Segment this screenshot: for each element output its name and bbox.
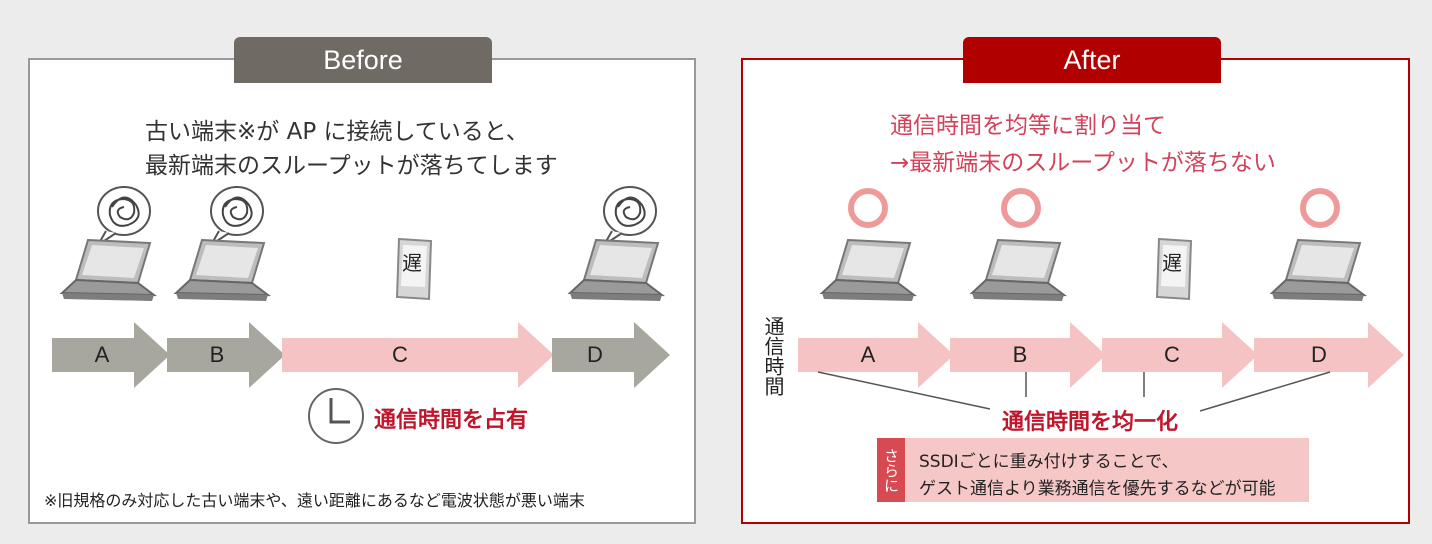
after-arrow-a xyxy=(798,322,954,388)
before-arrow-a xyxy=(52,322,170,388)
equalize-label: 通信時間を均一化 xyxy=(1002,410,1179,435)
after-arrow-c xyxy=(1102,322,1258,388)
bonus-tag-label: さらに xyxy=(882,447,900,493)
before-arrow-label-a: A xyxy=(94,342,110,367)
before-arrow-d xyxy=(552,322,670,388)
before-tab: Before xyxy=(234,37,492,83)
after-arrow-label-a: A xyxy=(860,342,876,367)
laptop-icon xyxy=(819,238,918,301)
vertical-time-label: 通信時間 xyxy=(761,316,785,396)
phone-icon: 遅 xyxy=(395,237,435,301)
after-arrow-label-d: D xyxy=(1311,342,1327,367)
after-arrow-label-b: B xyxy=(1012,342,1028,367)
before-heading-line2: 最新端末のスループットが落ちてします xyxy=(145,153,558,179)
before-footnote: ※旧規格のみ対応した古い端末や、遠い距離にあるなど電波状態が悪い端末 xyxy=(44,491,585,510)
ok-circle-icon xyxy=(848,188,888,228)
laptop-icon xyxy=(59,238,158,301)
after-tab: After xyxy=(963,37,1221,83)
before-arrow-label-d: D xyxy=(587,342,603,367)
laptop-icon xyxy=(969,238,1068,301)
before-arrow-c xyxy=(282,322,554,388)
before-arrow-label-c: C xyxy=(392,342,408,367)
bonus-tag: さらに xyxy=(877,438,905,502)
phone-slow-label: 遅 xyxy=(402,251,422,275)
after-arrow-label-c: C xyxy=(1164,342,1180,367)
clock-icon xyxy=(308,388,364,444)
bonus-line1: SSDIごとに重み付けすることで、 xyxy=(919,452,1179,472)
phone-icon: 遅 xyxy=(1155,237,1195,301)
bonus-line2: ゲスト通信より業務通信を優先するなどが可能 xyxy=(919,479,1276,499)
ok-circle-icon xyxy=(1300,188,1340,228)
after-heading-line1: 通信時間を均等に割り当て xyxy=(890,113,1166,139)
equalize-connectors xyxy=(817,371,1331,412)
occupy-label: 通信時間を占有 xyxy=(374,408,529,433)
after-arrow-d xyxy=(1254,322,1404,388)
phone-slow-label: 遅 xyxy=(1162,251,1182,275)
laptop-icon xyxy=(567,238,666,301)
ok-circle-icon xyxy=(1001,188,1041,228)
frustration-bubble-icon xyxy=(603,186,657,246)
laptop-icon xyxy=(1269,238,1368,301)
after-arrow-b xyxy=(950,322,1106,388)
after-heading-line2: →最新端末のスループットが落ちない xyxy=(890,150,1276,176)
before-arrow-label-b: B xyxy=(209,342,225,367)
before-heading-line1: 古い端末※が AP に接続していると、 xyxy=(145,119,529,145)
before-arrow-b xyxy=(167,322,285,388)
bonus-box: SSDIごとに重み付けすることで、 ゲスト通信より業務通信を優先するなどが可能 xyxy=(877,438,1309,502)
laptop-icon xyxy=(173,238,272,301)
